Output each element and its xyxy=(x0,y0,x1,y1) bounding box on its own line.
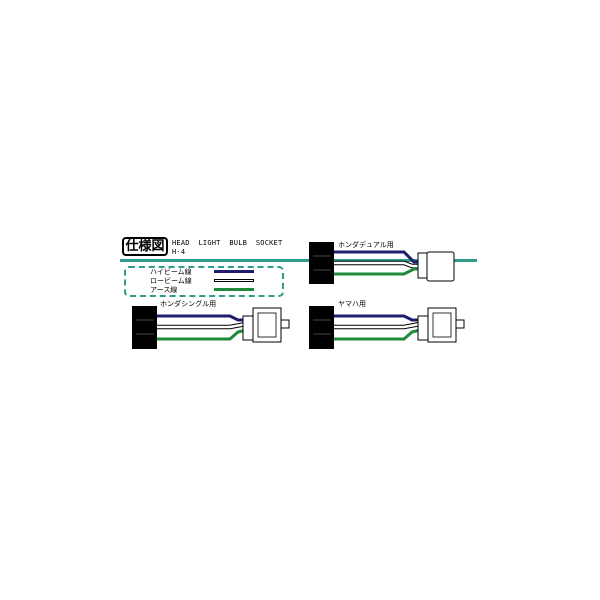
legend-label-low: ロービーム線 xyxy=(150,277,192,285)
single-high-wire xyxy=(157,314,246,322)
legend-box xyxy=(124,266,284,297)
label-yamaha: ヤマハ用 xyxy=(338,300,366,308)
legend-line-high xyxy=(214,270,254,273)
single-ground-wire xyxy=(157,328,247,341)
label-honda-single: ホンダシングル用 xyxy=(160,300,217,308)
label-honda-dual: ホンダデュアル用 xyxy=(338,241,394,249)
dual-socket-neck xyxy=(417,252,428,279)
header-model: H-4 xyxy=(172,248,186,256)
yamaha-assembly xyxy=(309,306,465,349)
dual-socket-body xyxy=(426,251,455,282)
legend-label-ground: アース線 xyxy=(150,286,178,294)
dual-plug-block xyxy=(309,242,334,284)
header-rule xyxy=(120,259,477,262)
legend-line-low xyxy=(214,279,254,282)
yamaha-socket-tab xyxy=(455,319,465,329)
dual-high-wire xyxy=(334,250,420,264)
single-socket-tab xyxy=(280,319,290,329)
legend-line-ground xyxy=(214,288,254,291)
single-socket-neck xyxy=(242,315,254,341)
honda-single-assembly xyxy=(132,306,290,349)
yamaha-low-wire xyxy=(334,322,421,329)
yamaha-plug-block xyxy=(309,306,334,349)
legend-label-high: ハイビーム線 xyxy=(150,268,192,276)
honda-dual-assembly xyxy=(309,242,455,284)
header-title: HEAD LIGHT BULB SOCKET xyxy=(172,239,283,247)
dual-ground-wire xyxy=(334,267,420,276)
yamaha-socket-neck xyxy=(417,315,429,341)
single-low-wire xyxy=(157,322,247,329)
yamaha-high-wire xyxy=(334,314,420,322)
yamaha-ground-wire xyxy=(334,328,421,341)
single-plug-block xyxy=(132,306,157,349)
spec-badge: 仕様図 xyxy=(122,237,168,256)
